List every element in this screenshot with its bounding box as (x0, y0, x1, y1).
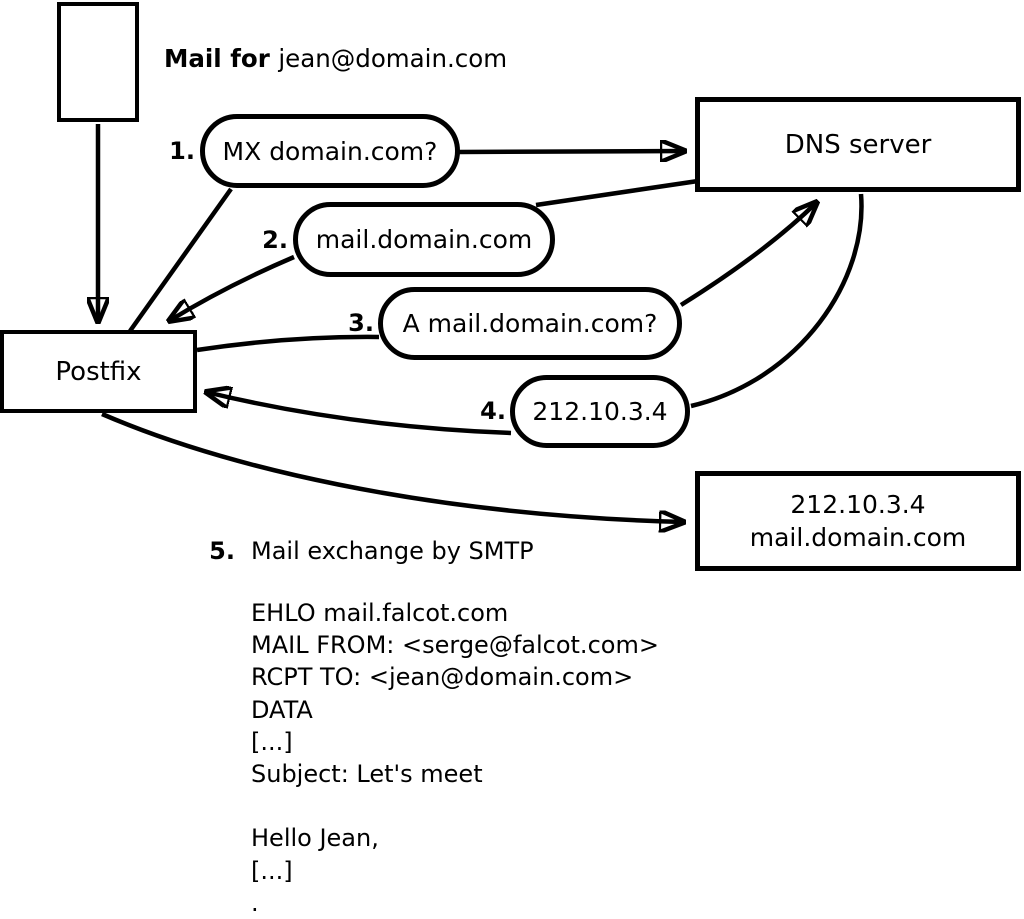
arrow-smtp-to-mailserver (101, 411, 684, 522)
arrow-query1-to-dns (458, 151, 685, 152)
postfix-node: Postfix (0, 330, 197, 413)
mail-server-node: 212.10.3.4 mail.domain.com (695, 471, 1021, 571)
mail-note: Mail for jean@domain.com (164, 44, 507, 73)
step1-query-label: MX domain.com? (222, 136, 438, 166)
smtp-line: EHLO mail.falcot.com (251, 599, 509, 627)
step3-number: 3. (348, 309, 374, 337)
arrow-query3-to-dns (679, 202, 817, 307)
dns-server-node: DNS server (695, 97, 1021, 192)
step4-answer-label: 212.10.3.4 (532, 397, 668, 426)
smtp-line (251, 790, 659, 822)
mail-message-node (57, 2, 139, 122)
step2-number: 2. (262, 226, 288, 254)
line-dns-to-answer4 (690, 193, 864, 409)
smtp-session-transcript: EHLO mail.falcot.com MAIL FROM: <serge@f… (251, 597, 659, 919)
step4-number: 4. (480, 397, 506, 425)
line-postfix-to-query1 (128, 187, 233, 333)
step3-query-label: A mail.domain.com? (402, 309, 658, 338)
dns-server-label: DNS server (784, 129, 932, 160)
smtp-line: Subject: Let's meet (251, 760, 483, 789)
step2-answer-bubble: mail.domain.com (293, 202, 555, 277)
postfix-label: Postfix (55, 356, 142, 387)
smtp-line: Hello Jean, (251, 824, 379, 853)
line-dns-to-answer2 (535, 178, 699, 208)
smtp-line: MAIL FROM: <serge@falcot.com> (251, 631, 659, 660)
mail-note-prefix: Mail for (164, 44, 279, 73)
step5-label: Mail exchange by SMTP (251, 537, 534, 565)
smtp-line: . (251, 888, 259, 917)
smtp-line: RCPT TO: <jean@domain.com> (251, 663, 634, 692)
step2-answer-label: mail.domain.com (315, 225, 533, 254)
arrow-answer2-to-postfix (169, 254, 295, 321)
mail-server-hostname: mail.domain.com (749, 523, 967, 552)
step3-query-bubble: A mail.domain.com? (378, 287, 682, 360)
step4-answer-bubble: 212.10.3.4 (510, 375, 690, 448)
step5-number: 5. (209, 537, 235, 565)
smtp-line: DATA (251, 695, 313, 724)
step1-number: 1. (169, 137, 195, 165)
arrow-answer4-to-postfix (206, 392, 512, 436)
smtp-line: [...] (251, 856, 293, 885)
line-postfix-to-query3 (196, 334, 380, 353)
smtp-line: [...] (251, 727, 293, 756)
mail-server-ip: 212.10.3.4 (790, 490, 926, 519)
mail-note-address: jean@domain.com (278, 44, 508, 73)
step1-query-bubble: MX domain.com? (200, 114, 460, 188)
